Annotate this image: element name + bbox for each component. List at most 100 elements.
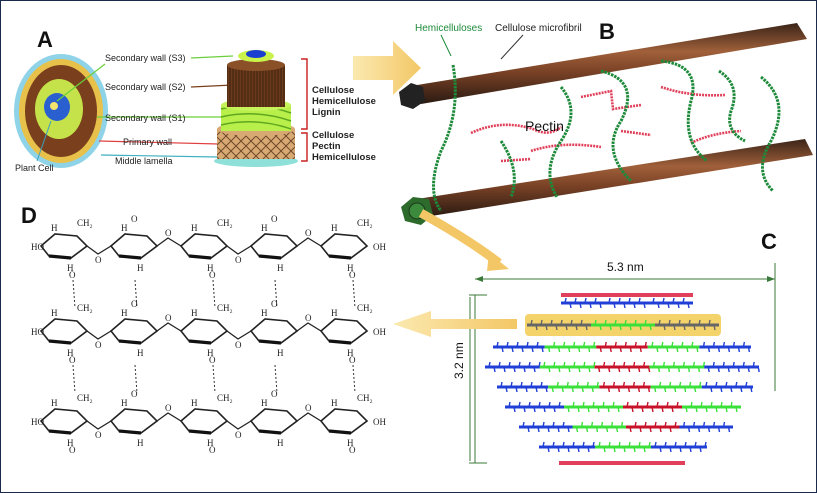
arrow-c-to-d (393, 311, 517, 337)
chain-tick (747, 346, 751, 353)
chain-tick (687, 302, 690, 309)
chain-tick (752, 361, 755, 368)
chain-tick (705, 381, 708, 388)
chain-tick (624, 319, 627, 326)
chain-tick (667, 302, 670, 309)
chain-tick (639, 346, 642, 353)
hydrogen-atom: H (191, 223, 198, 233)
chain-tick (725, 406, 728, 413)
chain-tick (553, 361, 556, 368)
ch2-group: CH₂ (357, 303, 373, 313)
chain-tick (687, 366, 691, 373)
oxygen-atom: O (235, 430, 242, 440)
chain-tick (598, 441, 601, 448)
chain-tick (572, 401, 575, 408)
chain-tick (557, 446, 560, 453)
chain-tick (599, 324, 602, 331)
hydrogen-atom: H (51, 308, 58, 318)
chain-tick (506, 341, 509, 348)
ch2-group: CH₂ (77, 393, 93, 403)
chain-tick (634, 319, 637, 326)
chain-tick (585, 324, 588, 331)
ch2-group: CH₂ (217, 218, 233, 228)
chain-tick (604, 319, 607, 326)
chain-tick (632, 381, 636, 388)
chain-tick (600, 421, 604, 428)
chain-tick (590, 421, 594, 428)
glycosidic-bond (156, 237, 182, 247)
chain-tick (641, 406, 644, 413)
height-label: 3.2 nm (452, 342, 466, 379)
ring-bond (188, 429, 212, 435)
chain-tick (717, 426, 721, 433)
chain-tick (505, 386, 508, 393)
chain-tick (520, 381, 523, 388)
hydroxyl-oxygen: O (209, 270, 216, 280)
chain-tick (638, 297, 641, 304)
chain-tick (683, 386, 687, 393)
chain-tick (664, 421, 667, 428)
chain-tick (639, 324, 642, 331)
hydrogen-atom: H (51, 398, 58, 408)
s3-label: Secondary wall (S3) (105, 53, 186, 63)
chain-tick (614, 319, 617, 326)
ring-bond (118, 254, 142, 260)
chain-tick (710, 386, 713, 393)
chain-tick (612, 381, 616, 388)
oxygen-atom: O (95, 430, 102, 440)
hydrogen-bond (212, 279, 216, 309)
chain-tick (501, 346, 504, 353)
terminal-hydroxyl: HO (31, 242, 44, 252)
chain-tick (742, 361, 745, 368)
glycosidic-bond (226, 245, 252, 255)
chain-tick (717, 346, 721, 353)
chain-tick (657, 366, 661, 373)
chain-tick (715, 406, 718, 413)
hydrogen-atom: H (347, 263, 354, 273)
hydroxyl-oxygen: O (131, 214, 138, 224)
chain-tick (699, 446, 702, 453)
chain-tick (560, 319, 563, 326)
chain-tick (646, 401, 649, 408)
chain-tick (528, 361, 531, 368)
chain-tick (577, 446, 580, 453)
chain-tick (533, 406, 536, 413)
chain-tick (690, 401, 693, 408)
chain-tick (649, 324, 652, 331)
chain-tick (697, 366, 701, 373)
chain-tick (666, 346, 669, 353)
chain-tick (618, 441, 621, 448)
glucose-ring (109, 318, 159, 344)
chain-tick (637, 366, 641, 373)
chain-tick (638, 441, 641, 448)
ch2-group: CH₂ (357, 393, 373, 403)
chain-tick (647, 366, 651, 373)
chain-tick (552, 441, 555, 448)
glucose-ring (109, 408, 159, 434)
chain-tick (693, 386, 697, 393)
chain-tick (543, 361, 546, 368)
chain-tick (607, 406, 610, 413)
chain-tick (582, 441, 585, 448)
oxygen-atom: O (235, 255, 242, 265)
chain-tick (594, 319, 597, 326)
glucose-ring (249, 318, 299, 344)
ch2-group: CH₂ (357, 218, 373, 228)
chain-tick (567, 446, 570, 453)
chain-tick (725, 381, 728, 388)
hydrogen-atom: H (331, 398, 338, 408)
chain-tick (740, 386, 743, 393)
chain-tick (488, 361, 491, 368)
hydrogen-atom: H (331, 223, 338, 233)
chain-tick (745, 381, 748, 388)
chain-tick (567, 346, 571, 353)
chain-tick (627, 366, 631, 373)
chain-tick (553, 406, 556, 413)
top-red-bar (561, 293, 693, 297)
chain-tick (542, 421, 545, 428)
chain-tick (597, 366, 601, 373)
chain-tick (652, 297, 655, 304)
chain-tick (624, 341, 627, 348)
chain-tick (700, 401, 703, 408)
chain-tick (583, 361, 586, 368)
